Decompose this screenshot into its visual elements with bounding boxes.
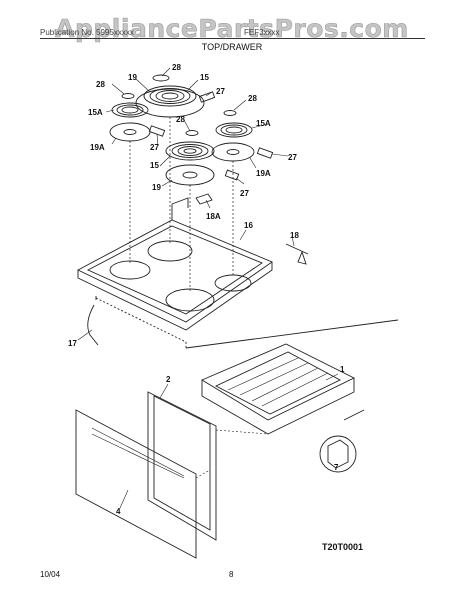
callout-19A: 19A xyxy=(256,169,271,178)
callout-4: 4 xyxy=(116,507,121,516)
drawer-1 xyxy=(201,343,356,435)
callout-28: 28 xyxy=(172,63,181,72)
publication-number: Publication No. 5995xxxxx xyxy=(40,28,134,37)
model-number: FEF3xxxx xyxy=(244,28,280,37)
burner-15A-left xyxy=(109,93,151,142)
callout-17: 17 xyxy=(68,339,77,348)
callout-28: 28 xyxy=(176,115,185,124)
callout-27: 27 xyxy=(240,189,249,198)
header-rule xyxy=(40,38,425,39)
callout-27: 27 xyxy=(288,153,297,162)
callout-18A: 18A xyxy=(206,212,221,221)
burner-15-front xyxy=(165,130,215,186)
callout-27: 27 xyxy=(150,143,159,152)
drawer-front-4 xyxy=(75,409,197,559)
footer-date: 10/04 xyxy=(40,570,61,579)
callout-15A: 15A xyxy=(88,108,103,117)
callout-19: 19 xyxy=(128,73,137,82)
drawer-frame-2 xyxy=(147,391,217,541)
callout-7: 7 xyxy=(334,463,339,472)
callout-1: 1 xyxy=(340,365,345,374)
callout-18: 18 xyxy=(290,231,299,240)
callout-27: 27 xyxy=(216,87,225,96)
callout-15A: 15A xyxy=(256,119,271,128)
callout-19A: 19A xyxy=(90,143,105,152)
callout-19: 19 xyxy=(152,183,161,192)
figure-code: T20T0001 xyxy=(322,542,364,552)
callout-2: 2 xyxy=(166,375,171,384)
footer-page-number: 8 xyxy=(229,570,234,579)
burner-15-rear xyxy=(135,74,205,118)
page-title: TOP/DRAWER xyxy=(201,42,263,52)
callout-15: 15 xyxy=(150,161,159,170)
drawer-glide-7 xyxy=(319,409,365,473)
cooktop-16 xyxy=(77,197,273,331)
callout-15: 15 xyxy=(200,73,209,82)
callout-28: 28 xyxy=(248,94,257,103)
callout-16: 16 xyxy=(244,221,253,230)
callout-28: 28 xyxy=(96,80,105,89)
burner-15A-right xyxy=(211,110,255,162)
